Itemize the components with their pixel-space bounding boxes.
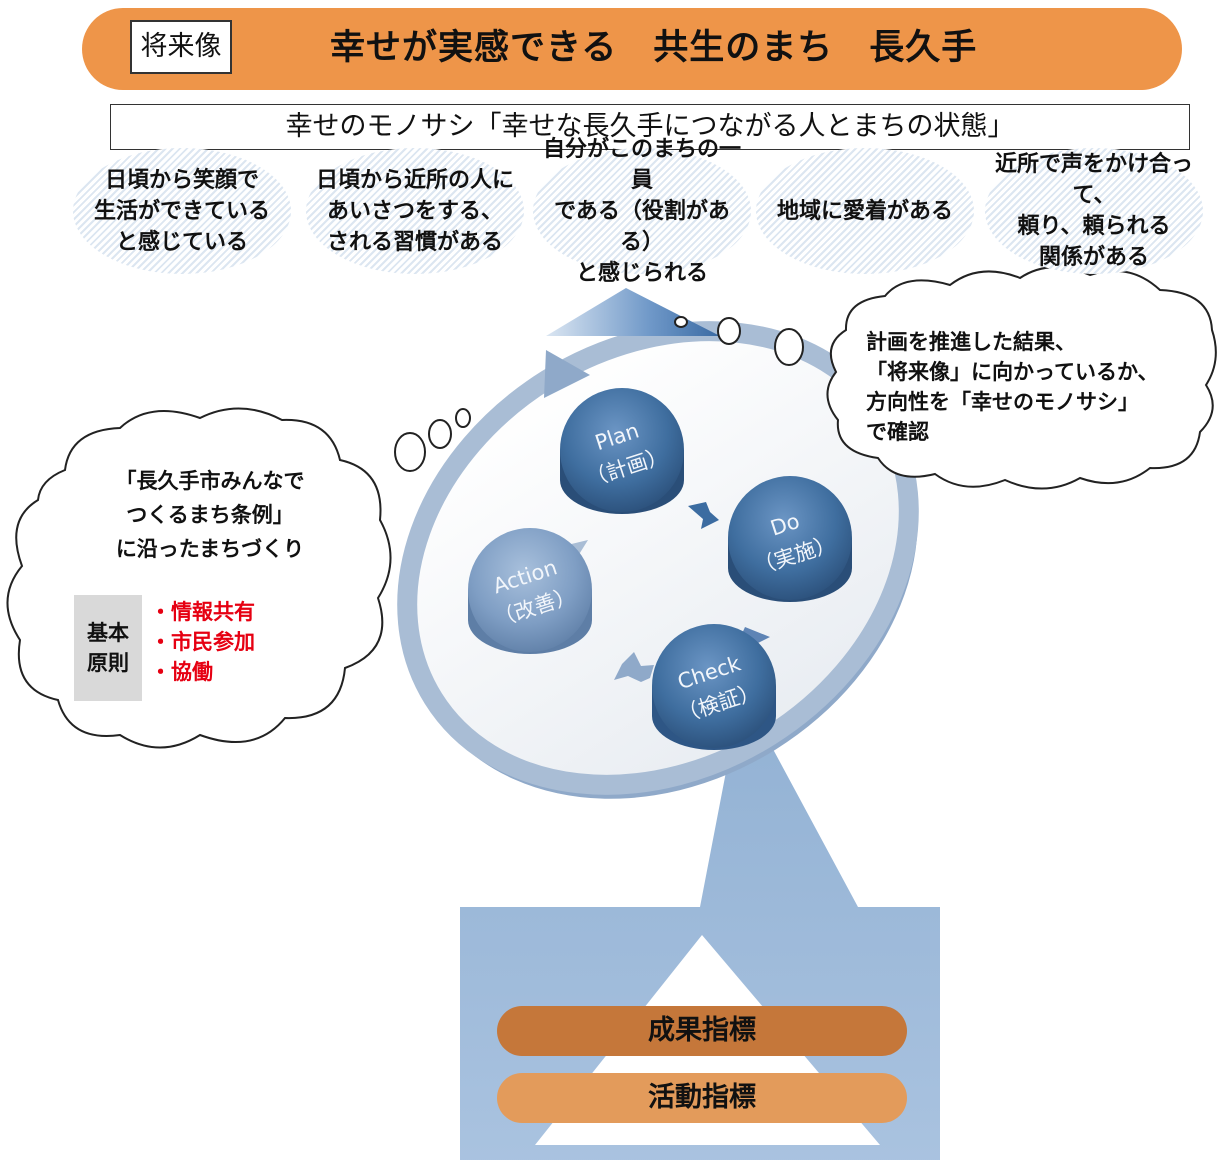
arrow-check-to-action [614,652,654,682]
indicator-attachment: 地域に愛着がある [756,148,974,274]
right-cloud-text: 計画を推進した結果、 「将来像」に向かっているか、 方向性を「幸せのモノサシ」 … [866,330,1159,444]
thought-bubble-medium [717,317,741,345]
outcome-indicator-bar: 成果指標 [497,1006,907,1056]
top-triangle [546,288,720,336]
thought-bubble-small-left [455,408,471,428]
arrow-plan-to-do [688,502,719,529]
indicator-greeting: 日頃から近所の人に あいさつをする、 される習慣がある [306,148,524,274]
indicator-mutual-support: 近所で声をかけ合って、 頼り、頼られる 関係がある [985,148,1203,274]
left-cloud-text: 「長久手市みんなで つくるまち条例」 に沿ったまちづくり [115,469,305,561]
cycle-arrow-head [544,350,590,398]
thought-bubble-small [674,316,688,328]
principle-item: ・協働 [150,660,213,684]
vision-tag: 将来像 [130,20,232,74]
left-cloud [6,407,392,749]
thought-bubble-large-left [394,432,426,472]
principles-list: ・情報共有 ・市民参加 ・協働 [150,597,300,687]
principles-label: 基本 原則 [74,595,142,701]
node-check [652,624,776,750]
principle-item: ・情報共有 [150,600,255,624]
indicator-belonging: 自分がこのまちの一員 である（役割がある） と感じられる [533,137,751,286]
node-action [468,528,592,654]
principle-item: ・市民参加 [150,630,255,654]
vision-title: 幸せが実感できる 共生のまち 長久手 [330,28,978,68]
cycle-plate [397,321,919,799]
activity-indicator-bar: 活動指標 [497,1073,907,1123]
indicator-smile: 日頃から笑顔で 生活ができている と感じている [73,148,291,274]
node-plan [560,388,684,514]
vision-banner [82,8,1182,90]
thought-bubble-large [774,328,804,366]
thought-bubble-medium-left [428,419,452,449]
node-do [728,476,852,602]
